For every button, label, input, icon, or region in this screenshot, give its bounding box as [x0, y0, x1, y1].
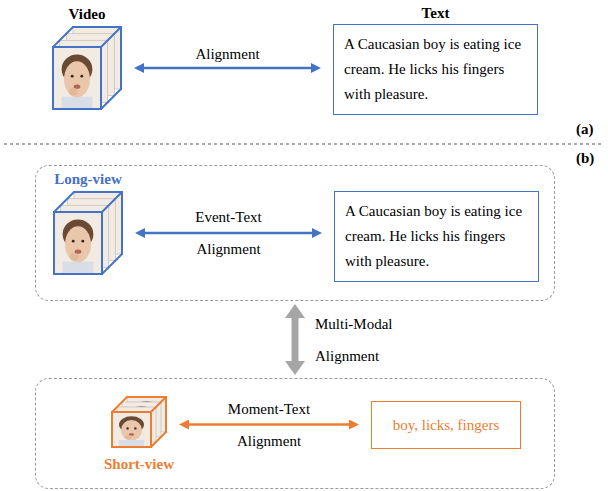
cube-edge — [121, 192, 123, 254]
alignment-arrow — [292, 318, 299, 361]
alignment-arrow — [145, 232, 312, 235]
video-frame — [112, 412, 151, 447]
cube-edge — [102, 192, 122, 212]
video-clip: Video — [52, 26, 122, 110]
cube-edge — [165, 397, 167, 432]
keyword-text: boy, licks, fingers — [384, 415, 508, 435]
boy-face — [64, 61, 90, 97]
cube-edge — [73, 26, 121, 28]
panel-label: (b) — [576, 150, 594, 167]
boy-face — [65, 226, 91, 262]
cube-edge — [54, 273, 102, 275]
edge-label: Moment-Text Alignment — [228, 393, 311, 457]
cube-edge — [127, 396, 166, 398]
boy-shirt — [62, 97, 93, 109]
alignment-arrow — [144, 67, 311, 70]
cube-edge — [74, 191, 122, 193]
cube-outline — [54, 192, 122, 274]
video-clip: Long-view — [53, 191, 123, 275]
caption-text: A Caucasian boy is eating ice cream. He … — [344, 32, 527, 107]
panel-label: (a) — [576, 121, 594, 138]
cube-outline — [112, 397, 166, 447]
cube-outline — [53, 27, 121, 109]
boy-face — [121, 420, 142, 440]
boy-shirt — [63, 262, 94, 274]
video-clip-drawing — [111, 396, 167, 448]
video-frame — [54, 212, 102, 274]
boy-eye — [71, 75, 74, 78]
frame-ground — [112, 412, 151, 447]
node-heading: Short-view — [81, 455, 197, 473]
boy-hand — [125, 435, 132, 439]
cube-edge — [53, 27, 73, 47]
cube-edge — [52, 47, 54, 109]
cube-edge — [101, 212, 103, 274]
view-group: Long-view A Caucasian boy is eating ice c… — [35, 165, 555, 301]
video-frame — [53, 47, 101, 109]
cube-edge — [112, 397, 127, 412]
edge-label: Event-Text Alignment — [195, 201, 262, 265]
edge-label: Multi-Modal Alignment — [315, 308, 393, 372]
node-heading: Long-view — [23, 170, 153, 188]
boy-shirt — [119, 440, 144, 447]
cube-edge — [53, 212, 55, 274]
caption-text: A Caucasian boy is eating ice cream. He … — [345, 199, 528, 274]
boy-eye — [81, 240, 84, 243]
cube-edge — [111, 412, 113, 447]
node-heading: Video — [22, 5, 152, 23]
cube-edge — [112, 411, 151, 413]
caption-box: A Caucasian boy is eating ice cream. He … — [334, 191, 539, 282]
cube-edge — [151, 397, 166, 412]
cube-edge — [53, 46, 101, 48]
cube-edge — [100, 47, 102, 109]
cube-edge — [101, 89, 121, 109]
boy-hand — [69, 88, 78, 95]
node-heading: Text — [304, 4, 567, 22]
boy-eye — [80, 75, 83, 78]
edge-label: Alignment — [195, 45, 259, 63]
cube-edge — [54, 211, 102, 213]
cube-edge — [53, 108, 101, 110]
cube-edge — [102, 254, 122, 274]
boy-eye — [72, 240, 75, 243]
video-clip-drawing — [53, 191, 123, 275]
keyword-box: boy, licks, fingers — [371, 401, 521, 449]
cube-edge — [120, 27, 122, 89]
frame-ground — [54, 212, 102, 274]
boy-eye — [134, 427, 136, 429]
frame-ground — [53, 47, 101, 109]
cube-edge — [54, 192, 74, 212]
cube-edge — [151, 432, 166, 447]
video-clip: Short-view — [111, 396, 167, 448]
section-separator — [4, 143, 604, 144]
boy-hand — [70, 253, 79, 260]
caption-box: TextA Caucasian boy is eating ice cream.… — [333, 24, 538, 115]
boy-eye — [126, 427, 128, 429]
cube-edge — [112, 446, 151, 448]
cube-edge — [101, 27, 121, 47]
cube-edge — [150, 412, 152, 447]
alignment-arrow — [189, 423, 349, 426]
video-clip-drawing — [52, 26, 122, 110]
